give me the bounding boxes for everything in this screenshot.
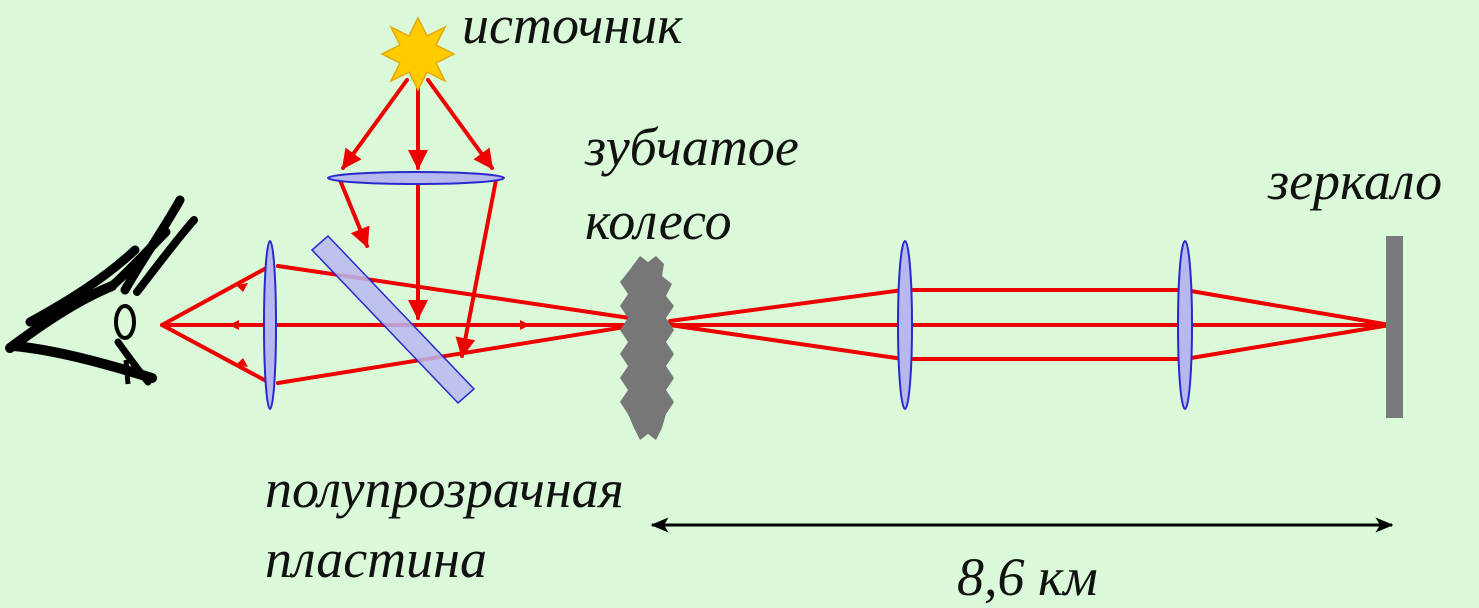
ray-source-right [426, 78, 494, 170]
ray-wheel-to-lens3-upper [668, 288, 905, 323]
direction-markers [229, 283, 530, 367]
wheel-label-line1: зубчатое [585, 117, 799, 177]
mirror-label: зеркало [1268, 151, 1443, 211]
eyepiece-lens [263, 240, 277, 410]
wheel-label-line2: колесо [585, 191, 732, 251]
ray-upper-to-wheel [276, 264, 652, 323]
source-label: источник [462, 0, 683, 55]
condenser-lens [327, 171, 505, 185]
ray-lens-left [338, 178, 370, 248]
ray-lens-right [455, 178, 498, 358]
collimator-lens-far [1177, 240, 1193, 410]
plate-label-line1: полупрозрачная [265, 459, 624, 519]
plate-label-line2: пластина [265, 529, 487, 589]
ray-wheel-to-lens3-lower [668, 323, 905, 361]
star-burst-icon [380, 16, 456, 92]
ray-to-mirror-lower [1183, 323, 1392, 361]
semi-transparent-plate [310, 234, 476, 405]
mirror [1386, 236, 1403, 418]
ray-source-left [341, 78, 409, 170]
toothed-wheel [620, 256, 674, 440]
ray-eye-upper [160, 264, 272, 327]
distance-label: 8,6 км [957, 547, 1098, 607]
collimator-lens-near [897, 240, 913, 410]
eye-icon [5, 195, 198, 386]
ray-to-mirror-upper [1183, 288, 1392, 327]
ray-lower-to-wheel [276, 321, 652, 385]
ray-eye-lower [160, 323, 272, 385]
